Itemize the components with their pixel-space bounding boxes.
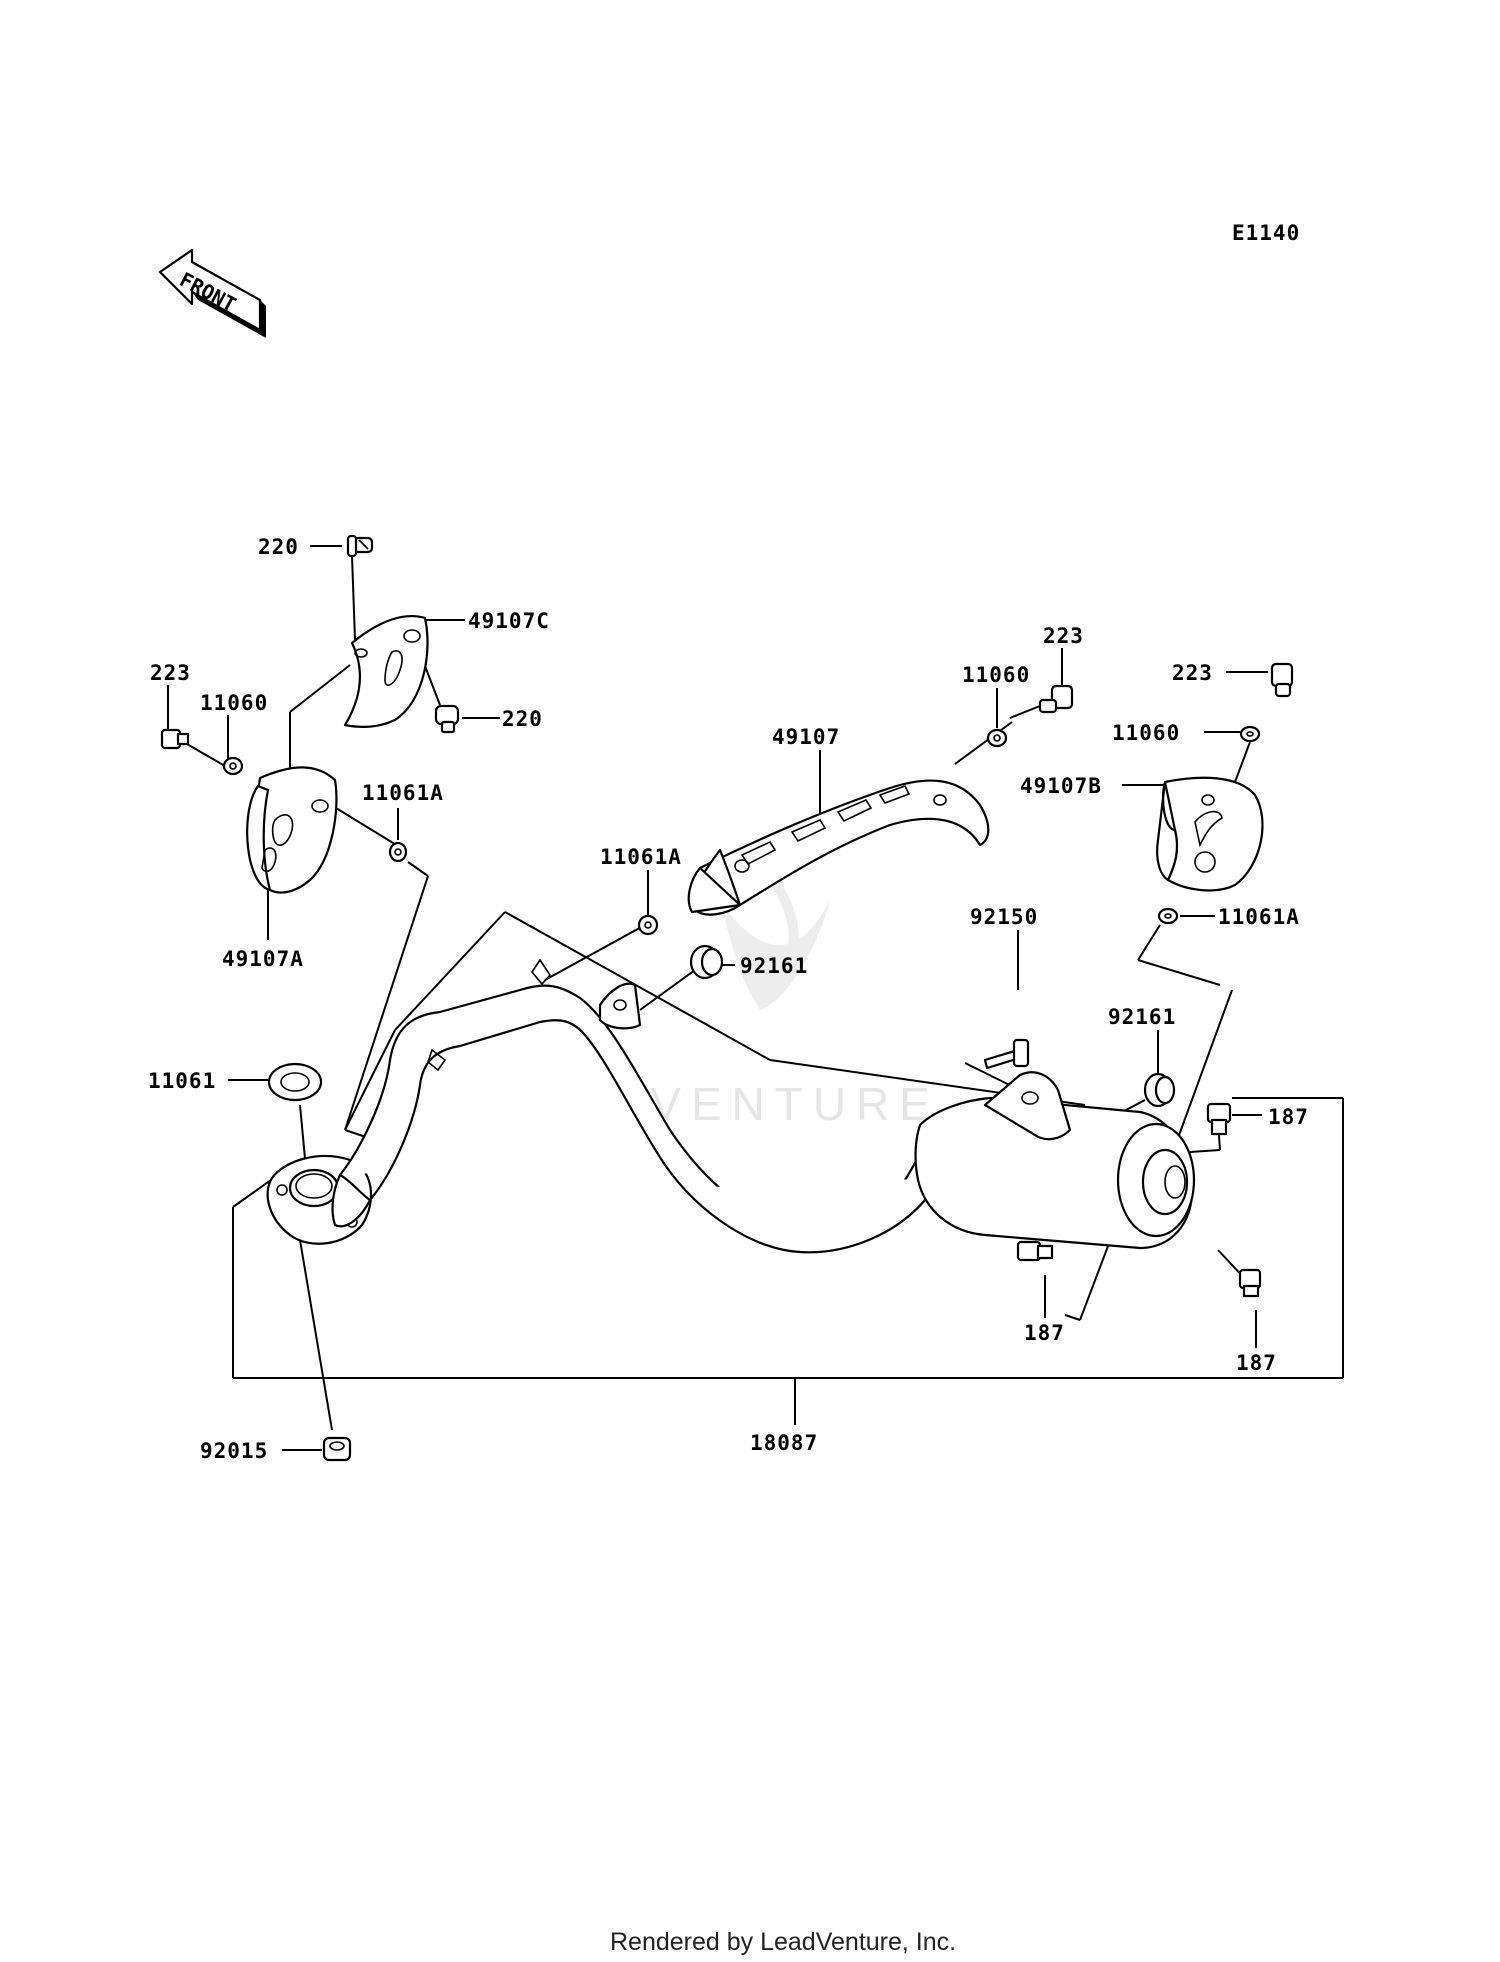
nut-92015-icon [322, 1436, 352, 1462]
heat-guard-49107a-icon [246, 766, 338, 894]
bolt-223-middle-icon [1038, 684, 1074, 714]
washer-11061a-middle-icon [637, 914, 659, 936]
callout-49107: 49107 [772, 725, 840, 749]
diagram-code: E1140 [1232, 221, 1300, 245]
damper-92161-upper-icon [689, 944, 724, 980]
callout-92161-upper: 92161 [740, 954, 808, 978]
callout-18087: 18087 [750, 1431, 818, 1455]
callout-187-bottom: 187 [1024, 1321, 1065, 1345]
callout-49107a: 49107A [222, 947, 304, 971]
gasket-11061-icon [267, 1062, 323, 1102]
callout-223-left: 223 [150, 661, 191, 685]
front-arrow-icon: FRONT [158, 248, 266, 338]
callout-49107c: 49107C [468, 609, 550, 633]
callout-223-right: 223 [1172, 661, 1213, 685]
heat-guard-49107b-icon [1156, 776, 1264, 892]
damper-92161-lower-icon [1143, 1072, 1176, 1108]
callout-11061a-left: 11061A [362, 781, 444, 805]
footer-credit: Rendered by LeadVenture, Inc. [610, 1928, 956, 1956]
heat-guard-49107c-icon [343, 614, 429, 728]
screw-220-top-icon [346, 534, 374, 558]
washer-11060-middle-icon [986, 728, 1008, 748]
callout-92150: 92150 [970, 905, 1038, 929]
callout-92015: 92015 [200, 1439, 268, 1463]
callout-11060-right: 11060 [1112, 721, 1180, 745]
washer-11060-right-icon [1239, 725, 1261, 743]
callout-labels: 220 49107C 220 223 11060 11061A 49107A 1… [148, 535, 1309, 1463]
washer-11060-left-icon [222, 756, 244, 776]
callout-11060-left: 11060 [200, 691, 268, 715]
callout-49107b: 49107B [1020, 774, 1102, 798]
callout-187-top: 187 [1268, 1105, 1309, 1129]
screw-220-right-icon [434, 704, 460, 734]
callout-92161-lower: 92161 [1108, 1005, 1176, 1029]
bolt-223-right-icon [1270, 662, 1294, 698]
callout-220-top: 220 [258, 535, 299, 559]
bolt-187-top-icon [1206, 1102, 1232, 1136]
washer-11061a-left-icon [388, 841, 408, 863]
callout-220-right: 220 [502, 707, 543, 731]
callout-11061a-middle: 11061A [600, 845, 682, 869]
callout-223-middle: 223 [1043, 624, 1084, 648]
callout-11061a-right: 11061A [1218, 905, 1300, 929]
washer-11061a-right-icon [1157, 907, 1179, 925]
callout-11060-middle: 11060 [962, 663, 1030, 687]
heat-guard-49107-icon [687, 779, 990, 916]
bolt-92150-icon [983, 1038, 1030, 1070]
exhaust-pipe-18087-icon [266, 958, 1262, 1298]
bolt-223-left-icon [160, 728, 190, 750]
callout-187-bottom-right: 187 [1236, 1351, 1277, 1375]
callout-11061: 11061 [148, 1069, 216, 1093]
